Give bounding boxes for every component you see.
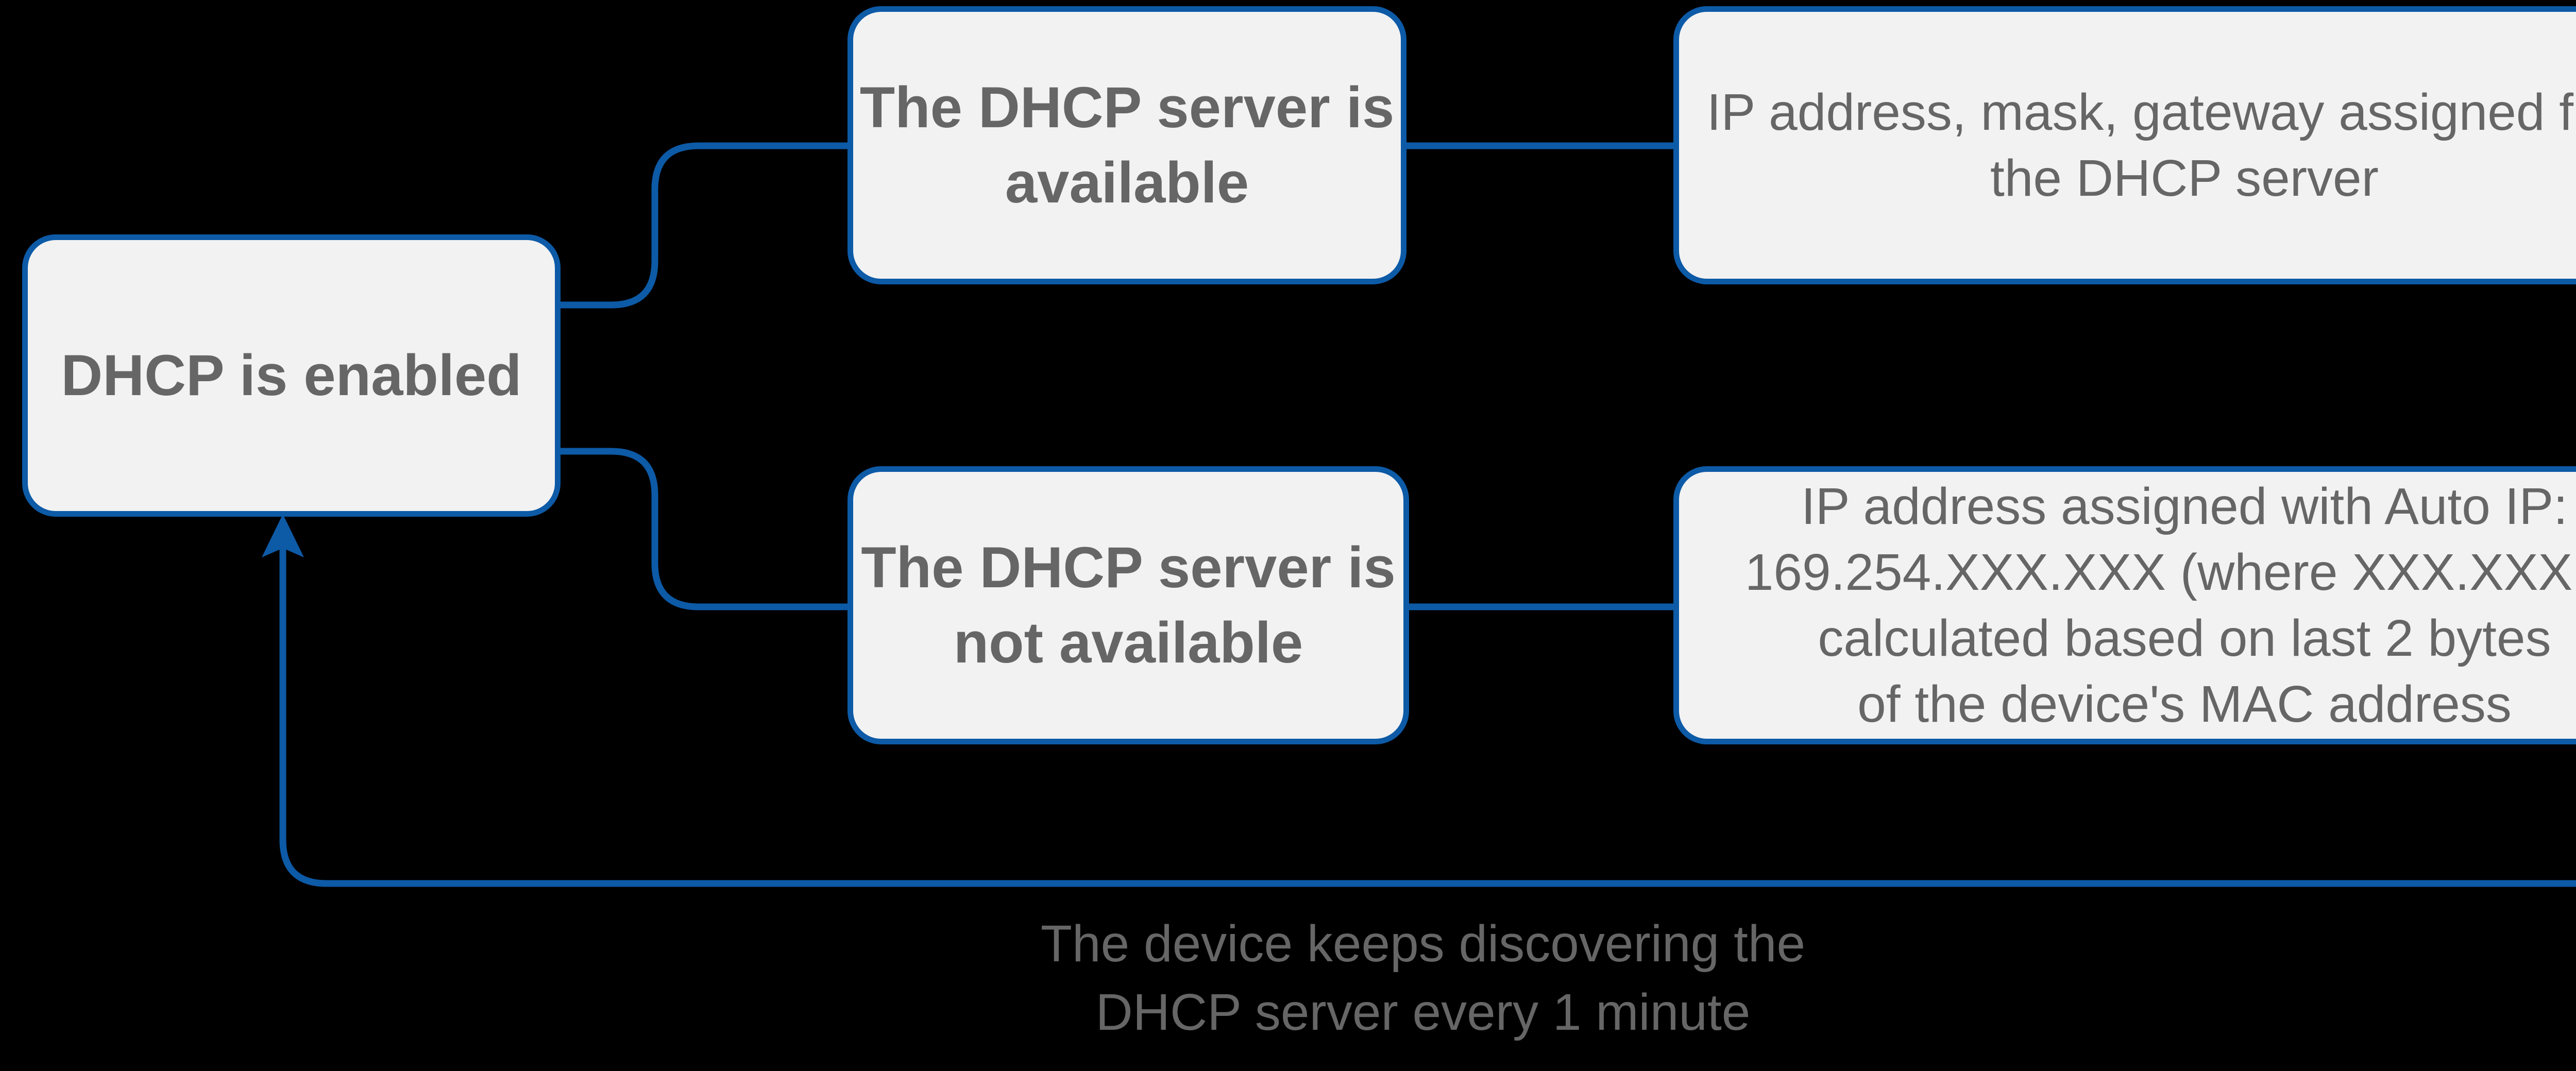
node-dhcp-enabled: DHCP is enabled — [22, 234, 561, 517]
node-label-line: DHCP is enabled — [61, 343, 522, 408]
connector-retry-loop — [279, 547, 2576, 887]
node-dhcp-server-not-available: The DHCP server is not available — [848, 466, 1409, 744]
node-ip-assigned-from-dhcp: IP address, mask, gateway assigned from … — [1673, 6, 2576, 284]
node-label-line: the DHCP server — [1990, 149, 2379, 207]
caption-line: The device keeps discovering the — [1040, 915, 1806, 973]
node-label-line: available — [1005, 150, 1249, 215]
node-auto-ip-assigned: IP address assigned with Auto IP: 169.25… — [1673, 466, 2576, 744]
node-label-line: calculated based on last 2 bytes — [1818, 609, 2551, 667]
caption-line: DHCP server every 1 minute — [1095, 983, 1751, 1041]
connector-enabled-to-not-available — [561, 448, 848, 610]
node-label-line: 169.254.XXX.XXX (where XXX.XXX is — [1744, 543, 2576, 601]
node-label-line: IP address, mask, gateway assigned from — [1706, 83, 2576, 141]
node-label-line: not available — [953, 610, 1303, 675]
connector-enabled-to-available — [561, 142, 848, 309]
loop-arrowhead-up-icon — [262, 514, 304, 557]
node-label-line: The DHCP server is — [861, 535, 1396, 600]
node-label-line: The DHCP server is — [859, 75, 1395, 140]
node-label-line: of the device's MAC address — [1857, 675, 2512, 733]
node-dhcp-server-available: The DHCP server is available — [848, 6, 1406, 284]
retry-loop-caption: The device keeps discovering the DHCP se… — [908, 910, 1938, 1047]
node-label-line: IP address assigned with Auto IP: — [1801, 478, 2568, 535]
